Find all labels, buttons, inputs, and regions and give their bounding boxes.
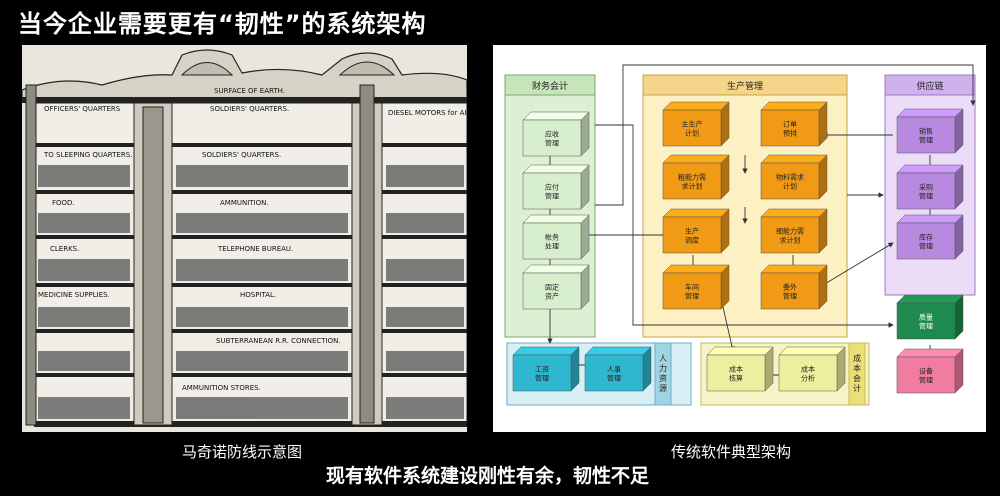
box-mrp: 物料需求计划 [760,154,828,200]
conclusion-text: 现有软件系统建设刚性有余，韧性不足 [326,465,650,487]
box-crp: 细能力需求计划 [760,208,828,254]
box-costing: 成本核算 [706,346,774,392]
label-clerks: CLERKS. [50,245,79,253]
box-label-order: 订单预排 [783,120,797,138]
box-receivable: 应收管理 [522,111,590,157]
box-label-costing: 成本核算 [729,365,743,383]
group-cost-label: 成本会计 [853,353,861,393]
box-label-receivable: 应收管理 [545,130,559,148]
box-label-dispatch: 生产调度 [685,227,699,245]
box-mps: 主生产计划 [662,101,730,147]
box-label-equipment: 设备管理 [919,367,933,385]
architecture-svg: 财务会计 生产管理 供应链 人力资源 成本会计 [504,64,976,406]
box-label-cost-analysis: 成本分析 [801,365,815,383]
box-label-purchase: 采购管理 [919,183,933,201]
box-equipment: 设备管理 [896,348,964,394]
box-outsource: 委外管理 [760,264,828,310]
box-label-sales: 销售管理 [919,127,933,145]
box-label-workshop: 车间管理 [685,283,699,301]
box-purchase: 采购管理 [896,164,964,210]
box-quality: 质量管理 [896,294,964,340]
box-label-crp: 细能力需求计划 [776,227,804,245]
box-label-mps: 主生产计划 [682,120,703,138]
label-subterranean: SUBTERRANEAN R.R. CONNECTION. [216,337,341,345]
box-fixed-assets: 固定资产 [522,264,590,310]
box-payroll: 工资管理 [512,346,580,392]
box-order: 订单预排 [760,101,828,147]
box-label-fixed-assets: 固定资产 [545,283,559,301]
label-diesel: DIESEL MOTORS for AIR and LIGHT. [388,109,467,117]
box-label-ledger: 帐务处理 [545,233,559,251]
box-label-payable: 应付管理 [545,183,559,201]
box-ledger: 帐务处理 [522,214,590,260]
maginot-cutaway-drawing: SURFACE OF EARTH. OFFICERS' QUARTERS SOL… [22,45,467,432]
box-inventory: 库存管理 [896,214,964,260]
group-hr-label: 人力资源 [659,354,667,393]
label-food: FOOD. [52,199,75,207]
label-sleeping: TO SLEEPING QUARTERS. [43,151,132,159]
box-label-outsource: 委外管理 [783,283,797,301]
box-label-mrp: 物料需求计划 [776,173,804,191]
label-hospital: HOSPITAL. [240,291,276,299]
label-soldiers-quarters-2: SOLDIERS' QUARTERS. [202,151,281,159]
maginot-line-illustration: SURFACE OF EARTH. OFFICERS' QUARTERS SOL… [22,45,467,432]
page-title: 当今企业需要更有“韧性”的系统架构 [18,10,427,38]
label-ammo-stores: AMMUNITION STORES. [182,384,261,392]
box-label-payroll: 工资管理 [535,365,549,383]
group-production-label: 生产管理 [727,80,763,92]
software-architecture-diagram: 财务会计 生产管理 供应链 人力资源 成本会计 [493,45,986,432]
label-ammunition: AMMUNITION. [220,199,269,207]
label-soldiers-quarters-1: SOLDIERS' QUARTERS. [210,105,289,113]
right-caption: 传统软件典型架构 [671,443,792,461]
box-label-rccp: 粗能力需求计划 [678,173,706,191]
box-label-personnel: 人事管理 [607,365,621,383]
group-finance-label: 财务会计 [532,80,568,92]
label-telephone: TELEPHONE BUREAU. [217,245,293,253]
box-label-inventory: 库存管理 [919,233,933,251]
box-personnel: 人事管理 [584,346,652,392]
box-workshop: 车间管理 [662,264,730,310]
label-medicine: MEDICINE SUPPLIES. [38,291,110,299]
label-officers: OFFICERS' QUARTERS [44,105,121,113]
box-rccp: 粗能力需求计划 [662,154,730,200]
box-dispatch: 生产调度 [662,208,730,254]
box-cost-analysis: 成本分析 [778,346,846,392]
box-label-quality: 质量管理 [919,313,933,331]
box-payable: 应付管理 [522,164,590,210]
label-surface: SURFACE OF EARTH. [214,87,285,95]
box-sales: 销售管理 [896,108,964,154]
group-supply-label: 供应链 [916,80,943,92]
left-caption: 马奇诺防线示意图 [182,443,303,461]
